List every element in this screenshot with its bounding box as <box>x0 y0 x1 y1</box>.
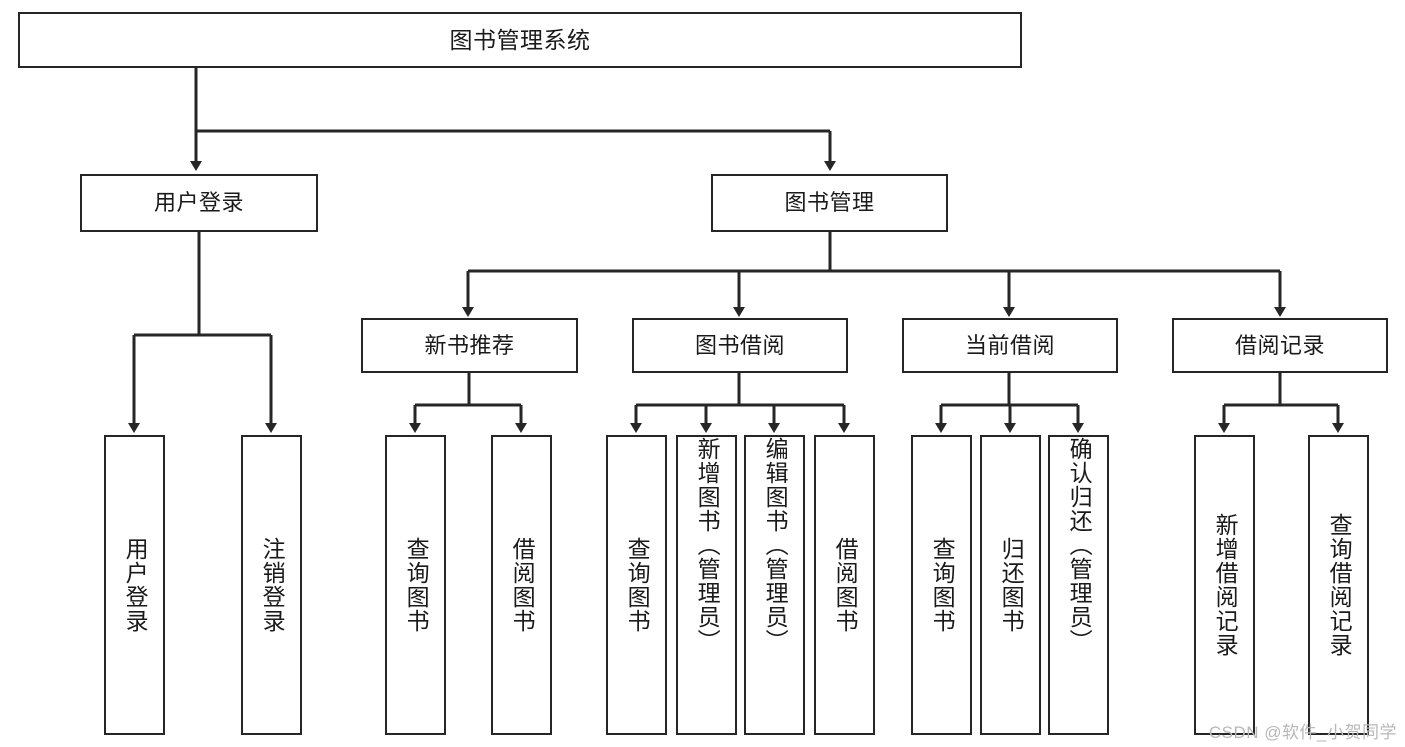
node-book-management[interactable]: 图书管理 <box>711 174 948 232</box>
node-book-borrowing[interactable]: 图书借阅 <box>632 318 848 373</box>
node-label: 新增借阅记录 <box>1212 513 1239 657</box>
node-label: 用户登录 <box>153 190 244 216</box>
node-root-book-management-system[interactable]: 图书管理系统 <box>18 12 1022 68</box>
node-label: 新书推荐 <box>424 332 515 358</box>
node-label: 用户登录 <box>122 537 149 633</box>
csdn-watermark: CSDN @软件_小贺同学 <box>1208 723 1397 742</box>
leaf-user-logout[interactable]: 注销登录 <box>241 435 302 735</box>
leaf-records-add-record[interactable]: 新增借阅记录 <box>1194 435 1255 735</box>
node-new-book-recommendation[interactable]: 新书推荐 <box>361 318 578 373</box>
node-label: 注销登录 <box>259 537 286 633</box>
node-label: 归还图书 <box>998 537 1025 633</box>
leaf-current-return-book[interactable]: 归还图书 <box>980 435 1041 735</box>
node-label: 确认归还（管理员） <box>1066 437 1093 653</box>
leaf-current-confirm-return-admin[interactable]: 确认归还（管理员） <box>1048 435 1109 735</box>
node-label: 查询借阅记录 <box>1326 513 1353 657</box>
node-label: 借阅图书 <box>509 537 536 633</box>
node-label: 查询图书 <box>624 537 651 633</box>
leaf-user-login[interactable]: 用户登录 <box>104 435 165 735</box>
leaf-borrow-query-book[interactable]: 查询图书 <box>606 435 667 735</box>
node-label: 图书借阅 <box>694 332 785 358</box>
node-label: 借阅图书 <box>832 537 859 633</box>
node-label: 图书管理系统 <box>449 26 591 53</box>
node-label: 编辑图书（管理员） <box>762 437 789 653</box>
leaf-borrow-lend-book[interactable]: 借阅图书 <box>814 435 875 735</box>
leaf-records-query-record[interactable]: 查询借阅记录 <box>1308 435 1369 735</box>
node-borrowing-records[interactable]: 借阅记录 <box>1172 318 1388 373</box>
node-label: 当前借阅 <box>964 332 1055 358</box>
leaf-borrow-add-book-admin[interactable]: 新增图书（管理员） <box>676 435 737 735</box>
node-user-login[interactable]: 用户登录 <box>80 174 318 232</box>
node-label: 借阅记录 <box>1234 332 1325 358</box>
leaf-borrow-edit-book-admin[interactable]: 编辑图书（管理员） <box>744 435 805 735</box>
node-current-borrowing[interactable]: 当前借阅 <box>902 318 1118 373</box>
leaf-newbook-borrow-book[interactable]: 借阅图书 <box>491 435 552 735</box>
node-label: 图书管理 <box>784 190 875 216</box>
node-label: 查询图书 <box>403 537 430 633</box>
leaf-newbook-query-book[interactable]: 查询图书 <box>385 435 446 735</box>
node-label: 查询图书 <box>929 537 956 633</box>
node-label: 新增图书（管理员） <box>694 437 721 653</box>
leaf-current-query-book[interactable]: 查询图书 <box>911 435 972 735</box>
